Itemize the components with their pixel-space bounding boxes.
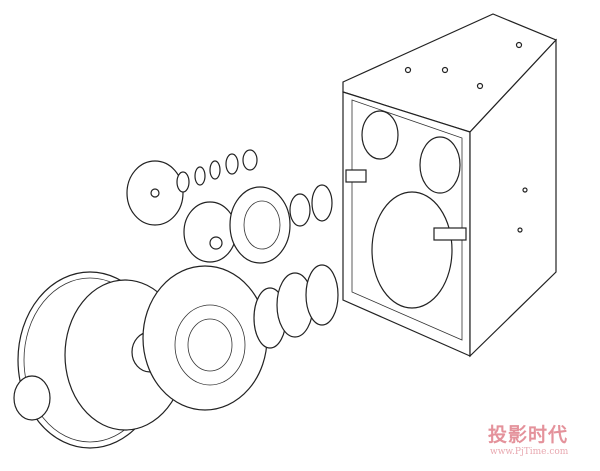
watermark-title: 投影时代 [488,424,569,446]
woofer-assembly [13,264,339,449]
tweeter-assembly [126,149,258,226]
watermark-url: www.PjTime.com [490,447,569,457]
compression-driver [183,184,333,264]
speaker-cabinet [342,13,558,358]
watermark: 投影时代 www.PjTime.com [488,420,568,457]
